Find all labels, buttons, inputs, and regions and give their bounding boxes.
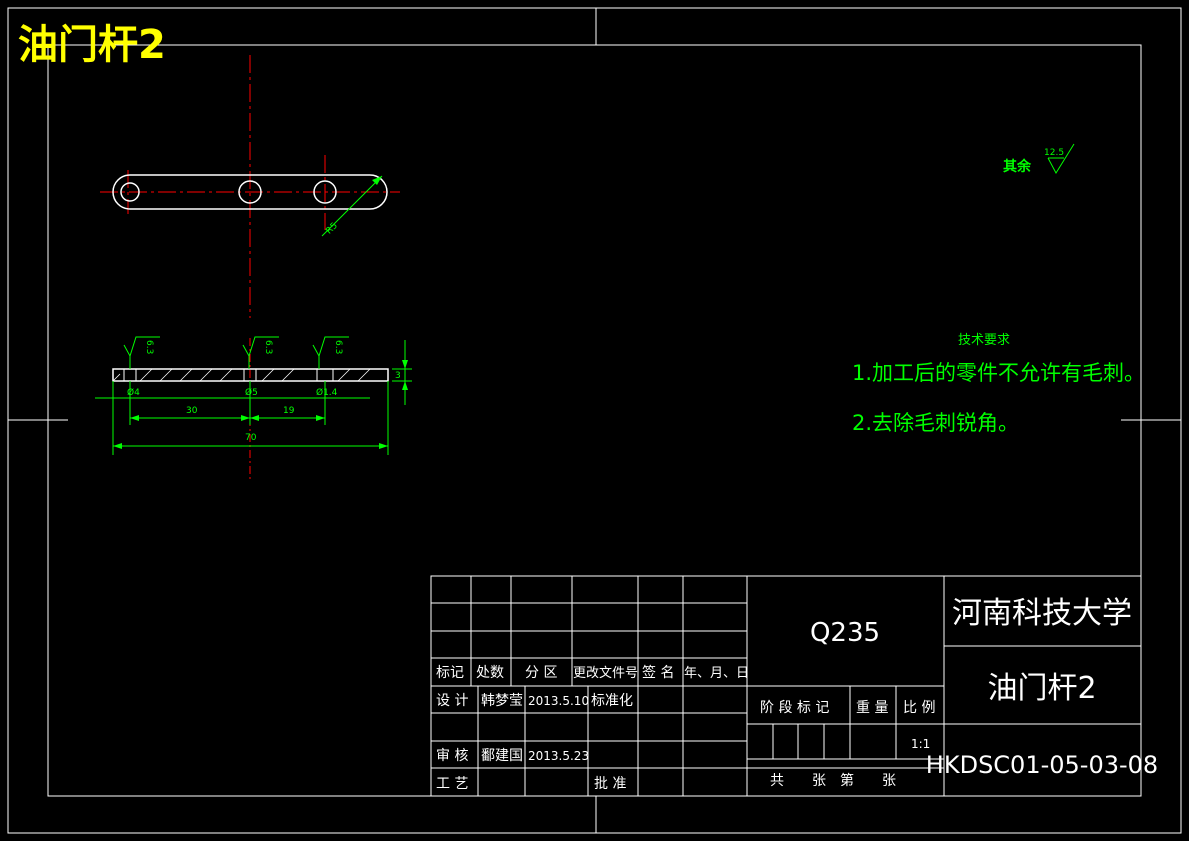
tech-requirements: 技术要求 1.加工后的零件不允许有毛刺。 2.去除毛刺锐角。: [852, 333, 1145, 435]
dim-end-radius: R5: [324, 221, 340, 237]
tb-approve-label: 批 准: [594, 776, 626, 792]
tb-scale-label: 比 例: [903, 700, 935, 716]
tb-design-date: 2013.5.10: [528, 694, 589, 708]
dim-hole-1: Ø4: [127, 387, 140, 398]
hole-1: [120, 182, 140, 202]
tb-drawing-number: HKDSC01-05-03-08: [926, 751, 1158, 779]
tb-design-label: 设 计: [436, 693, 468, 709]
surface-finish-note: 其余 12.5: [1003, 143, 1075, 175]
top-view: R5: [100, 55, 400, 318]
dim-19: 19: [283, 406, 295, 416]
tb-review-date: 2013.5.23: [528, 749, 589, 763]
roughness-mark-3: 6.3: [333, 340, 343, 354]
tb-header-mark: 标记: [436, 665, 464, 681]
tech-heading: 技术要求: [958, 333, 1010, 348]
dim-hole-3: Ø1.4: [316, 387, 338, 398]
section-hatch: [112, 368, 371, 382]
tb-material: Q235: [810, 618, 880, 648]
roughness-mark-2: 6.3: [263, 340, 273, 354]
tb-sheets-label: 共 张 第 张: [770, 772, 896, 789]
hole-2: [238, 180, 262, 204]
tb-header-date: 年、月、日: [684, 666, 749, 681]
roughness-mark-1: 6.3: [144, 340, 154, 354]
dim-hole-2: Ø5: [245, 387, 258, 398]
tb-university: 河南科技大学: [952, 596, 1132, 631]
tb-header-zone: 分 区: [525, 665, 557, 681]
dim-70: 70: [245, 433, 257, 443]
tb-designer: 韩梦莹: [481, 693, 523, 709]
drawing-title: 油门杆2: [18, 22, 166, 68]
tb-header-sign: 签 名: [642, 664, 674, 681]
tb-review-label: 审 核: [436, 748, 468, 764]
surface-finish-value: 12.5: [1044, 148, 1064, 158]
tb-header-change-doc: 更改文件号: [573, 666, 638, 681]
tb-stage-label: 阶 段 标 记: [760, 700, 829, 716]
dim-thickness: 3: [395, 371, 401, 381]
center-lines: [100, 55, 400, 318]
tb-weight-label: 重 量: [856, 700, 888, 716]
tb-process-label: 工 艺: [436, 776, 468, 792]
tb-reviewer: 鄱建国: [481, 748, 523, 764]
title-block-text: 标记 处数 分 区 更改文件号 签 名 年、月、日 设 计 韩梦莹 2013.5…: [436, 596, 1158, 792]
tech-item-2: 2.去除毛刺锐角。: [852, 411, 1019, 435]
tb-header-count: 处数: [476, 665, 504, 681]
tb-part-name: 油门杆2: [987, 671, 1096, 706]
hole-3: [313, 180, 337, 204]
title-block: [430, 575, 1142, 797]
surface-finish-label: 其余: [1003, 158, 1032, 175]
dim-30: 30: [186, 406, 198, 416]
tech-item-1: 1.加工后的零件不允许有毛刺。: [852, 361, 1145, 385]
front-view: 6.3 6.3 6.3 3 Ø4 Ø5 Ø1.4: [95, 336, 412, 480]
tb-scale-value: 1:1: [911, 737, 930, 751]
tb-standardize: 标准化: [591, 693, 633, 709]
plate-outline: [112, 174, 388, 210]
